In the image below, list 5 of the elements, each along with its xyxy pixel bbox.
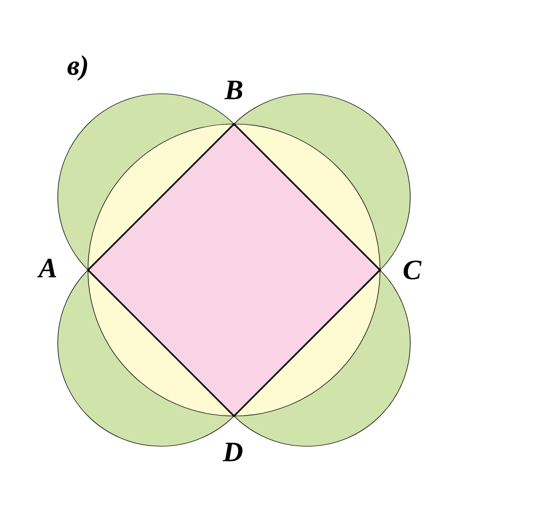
- point-label: D: [222, 442, 242, 462]
- point-label: C: [404, 260, 422, 280]
- point-label: A: [37, 258, 56, 278]
- point-label: B: [224, 80, 242, 100]
- figure-label: в): [68, 55, 88, 81]
